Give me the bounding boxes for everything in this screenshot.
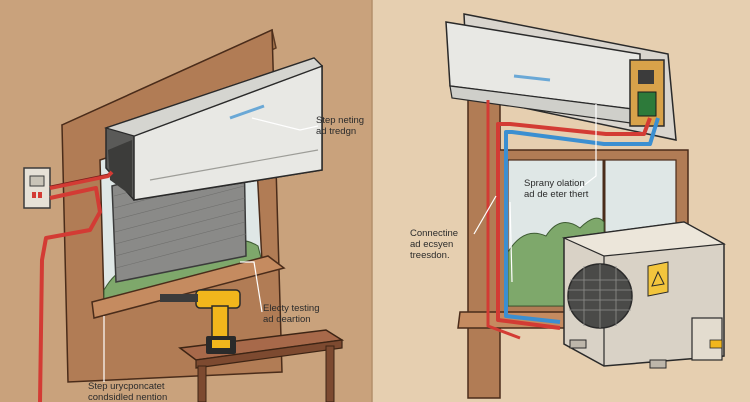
label-line: Connectine [410, 228, 459, 239]
label-line: Step urycponcatet [88, 381, 165, 392]
label-line: Sprany olation [524, 178, 585, 189]
left-panel [0, 0, 372, 402]
label-line: ad tredgn [316, 126, 357, 137]
left-red-lines-outline [49, 173, 109, 187]
right-refrigerant-lines [486, 100, 660, 340]
label-line: ad de eter thert [524, 189, 589, 200]
label-line: ad ecsyen [410, 239, 454, 250]
left-electrical-box [23, 167, 51, 209]
label-line: condsidled nention [88, 392, 168, 402]
left-red-lines [38, 170, 114, 402]
right-indoor-unit [445, 21, 665, 127]
left-leader-lines [103, 117, 319, 382]
right-panel [371, 0, 750, 402]
left-indoor-unit [103, 57, 324, 201]
right-outdoor-unit [561, 221, 726, 369]
left-window-sill [91, 255, 286, 319]
label-sprany-olation: Sprany olation ad de eter thert [524, 178, 588, 200]
label-step-urycponcatet: Step urycponcatet condsidled nention [88, 381, 167, 402]
label-step-neting: Step neting ad tredgn [316, 115, 364, 137]
warning-label [647, 261, 669, 297]
left-cordless-drill [160, 289, 241, 354]
label-line: Step neting [316, 115, 365, 126]
label-line: ad deartion [263, 314, 311, 325]
label-line: Electy testing [263, 303, 320, 314]
label-line: treesdon. [410, 250, 450, 261]
label-connectine: Connectine ad ecsyen treesdon. [410, 228, 458, 261]
right-leader-lines [473, 104, 597, 283]
label-electy-testing: Electy testing ad deartion [263, 303, 320, 325]
